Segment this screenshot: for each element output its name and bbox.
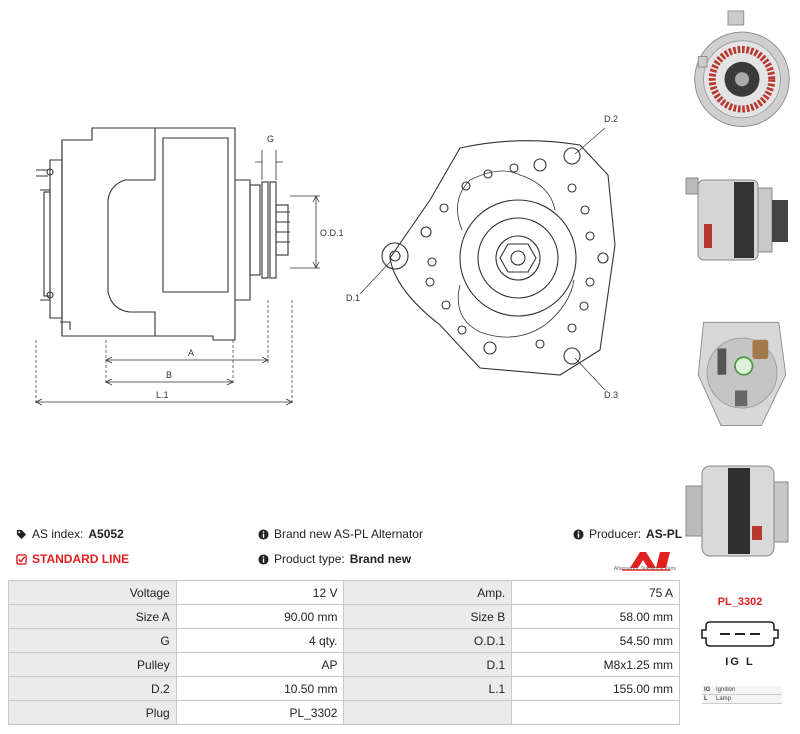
spec-value [511, 700, 680, 725]
spec-label: Amp. [343, 580, 513, 605]
spec-label: D.2 [8, 676, 177, 701]
plug-legend: IG Ignition L Lamp [702, 686, 782, 704]
legend-code: IG [704, 687, 711, 693]
spec-value: AP [175, 652, 345, 677]
spec-label: Pulley [8, 652, 177, 677]
alternator-drawing [35, 127, 616, 406]
standard-line-label: STANDARD LINE [32, 552, 130, 566]
standard-line-row: STANDARD LINE [16, 552, 129, 566]
technical-drawing: G O.D.1 A B L.1 D.1 D.2 D.3 [35, 114, 619, 406]
checkbox-checked-icon [16, 553, 27, 565]
spec-value: 58.00 mm [511, 604, 680, 629]
spec-label: D.1 [343, 652, 513, 677]
plug-connector-diagram [701, 621, 779, 647]
spec-value: 54.50 mm [511, 628, 680, 653]
g-dimension-label: G [267, 134, 275, 144]
spec-value: PL_3302 [175, 700, 345, 725]
spec-label [343, 700, 513, 725]
spec-value: 10.50 mm [175, 676, 345, 701]
as-index-value: A5052 [88, 527, 124, 541]
legend-desc: Lamp [716, 696, 732, 702]
info-icon [258, 528, 269, 540]
photo-front-view[interactable] [684, 4, 800, 144]
d1-dimension-label: D.1 [346, 293, 361, 303]
as-index-row: AS index: A5052 [16, 527, 124, 541]
legend-row: IG Ignition [702, 686, 782, 695]
tag-icon [16, 529, 27, 539]
producer-label: Producer: [589, 527, 642, 541]
spec-label: G [8, 628, 177, 653]
table-row: G 4 qty. O.D.1 54.50 mm [8, 628, 680, 653]
table-row: Pulley AP D.1 M8x1.25 mm [8, 652, 680, 677]
spec-value: 155.00 mm [511, 676, 680, 701]
table-row: Plug PL_3302 [8, 700, 680, 725]
plug-title: PL_3302 [717, 596, 763, 608]
table-row: Size A 90.00 mm Size B 58.00 mm [8, 604, 680, 629]
b-dimension-label: B [166, 370, 173, 380]
spec-label: Voltage [8, 580, 177, 605]
legend-desc: Ignition [716, 687, 736, 693]
spec-label: Plug [8, 700, 177, 725]
description-text: Brand new AS-PL Alternator [274, 527, 423, 541]
product-type-value: Brand new [349, 552, 412, 566]
as-pl-logo [622, 552, 670, 571]
l1-dimension-label: L.1 [156, 390, 169, 400]
spec-value: 75 A [511, 580, 680, 605]
d3-dimension-label: D.3 [604, 390, 619, 400]
a-dimension-label: A [188, 348, 195, 358]
table-row: D.2 10.50 mm L.1 155.00 mm [8, 676, 680, 701]
photo-rear-view[interactable] [684, 296, 800, 436]
spec-label: O.D.1 [343, 628, 513, 653]
spec-label: Size A [8, 604, 177, 629]
spec-value: 90.00 mm [175, 604, 345, 629]
description-row: Brand new AS-PL Alternator [258, 527, 423, 541]
d2-dimension-label: D.2 [604, 114, 619, 124]
spec-label: Size B [343, 604, 513, 629]
info-icon [573, 528, 584, 540]
photo-angled-view[interactable] [684, 452, 800, 592]
product-type-label: Product type: [274, 552, 345, 566]
producer-value: AS-PL [646, 527, 683, 541]
plug-pin-labels: IG L [725, 656, 755, 668]
od1-dimension-label: O.D.1 [320, 228, 344, 238]
legend-row: L Lamp [702, 695, 782, 704]
spec-value: 12 V [175, 580, 345, 605]
info-icon [258, 553, 269, 565]
product-type-row: Product type: Brand new [258, 552, 411, 566]
spec-value: 4 qty. [175, 628, 345, 653]
spec-value: M8x1.25 mm [511, 652, 680, 677]
specs-table: Voltage 12 V Amp. 75 A Size A 90.00 mm S… [8, 580, 680, 725]
logo-tagline: Alternators, Starters & Parts [613, 566, 677, 572]
legend-code: L [704, 696, 708, 702]
as-index-label: AS index: [32, 527, 84, 541]
producer-row: Producer: AS-PL [573, 527, 682, 541]
photo-side-view[interactable] [684, 160, 800, 300]
table-row: Voltage 12 V Amp. 75 A [8, 580, 680, 605]
spec-label: L.1 [343, 676, 513, 701]
